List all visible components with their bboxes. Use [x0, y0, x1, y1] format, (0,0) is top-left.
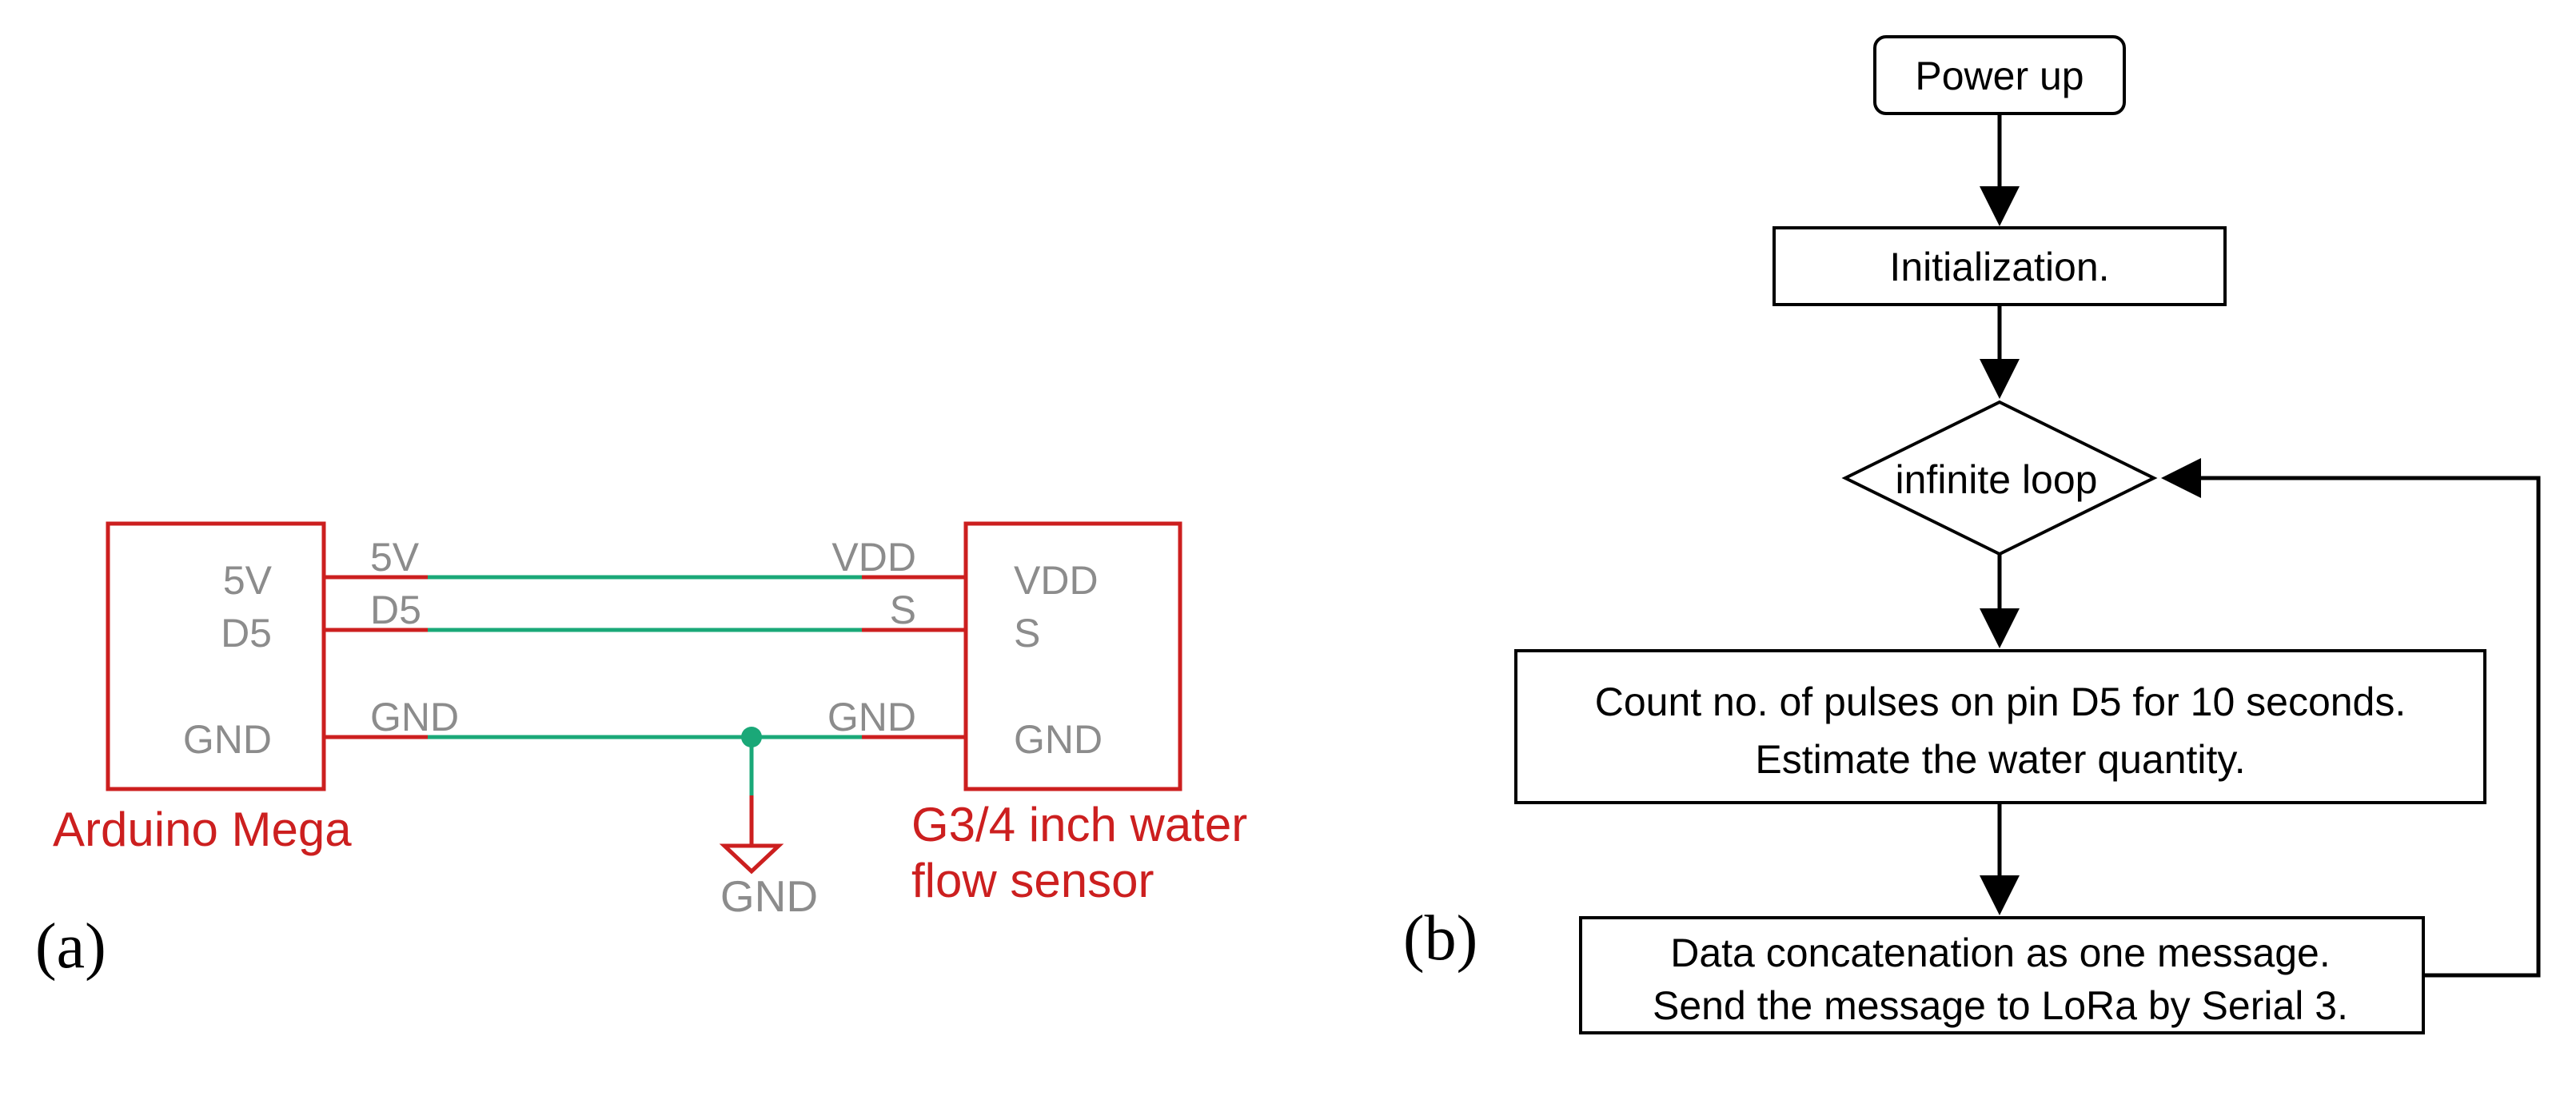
flowchart: Power up Initialization. infinite loop C…: [1514, 35, 2541, 1034]
flow-send-line1: Data concatenation as one message.: [1670, 931, 2331, 975]
junction-dot: [741, 727, 762, 747]
net-label-s: S: [890, 588, 916, 632]
arduino-block: [106, 521, 326, 791]
pin-stubs: [324, 575, 966, 739]
panel-b-label: (b): [1403, 903, 1477, 974]
schematic: 5V D5 GND Arduino Mega VDD S GND G3/4 in…: [53, 521, 1247, 921]
flow-count-line1: Count no. of pulses on pin D5 for 10 sec…: [1595, 680, 2407, 724]
sensor-block: [963, 521, 1182, 791]
arduino-pin-gnd: GND: [183, 717, 272, 762]
flow-send-line2: Send the message to LoRa by Serial 3.: [1653, 983, 2348, 1028]
sensor-name-line2: flow sensor: [911, 854, 1154, 907]
sensor-pin-gnd: GND: [1014, 717, 1103, 762]
sensor-pin-vdd: VDD: [1014, 558, 1099, 603]
flow-count-line2: Estimate the water quantity.: [1755, 737, 2245, 782]
net-label-5v: 5V: [370, 535, 420, 580]
net-label-gnd-right: GND: [827, 695, 916, 739]
arduino-name: Arduino Mega: [53, 803, 352, 856]
arduino-pin-5v: 5V: [223, 558, 273, 603]
ground-symbol: [719, 843, 784, 875]
net-label-gnd-left: GND: [370, 695, 459, 739]
flow-start-text: Power up: [1915, 54, 2084, 98]
net-label-vdd: VDD: [831, 535, 916, 580]
flow-count: [1514, 649, 2486, 804]
flow-init-text: Initialization.: [1889, 245, 2109, 289]
panel-a-label: (a): [35, 911, 106, 982]
flow-send: [1579, 916, 2425, 1034]
arrow-loop-back: [2161, 458, 2541, 978]
sensor-pin-s: S: [1014, 611, 1040, 656]
net-label-d5: D5: [370, 588, 421, 632]
sensor-name-line1: G3/4 inch water: [911, 798, 1247, 851]
arduino-pin-d5: D5: [221, 611, 272, 656]
ground-label: GND: [720, 871, 818, 921]
flow-loop-text: infinite loop: [1896, 457, 2098, 502]
